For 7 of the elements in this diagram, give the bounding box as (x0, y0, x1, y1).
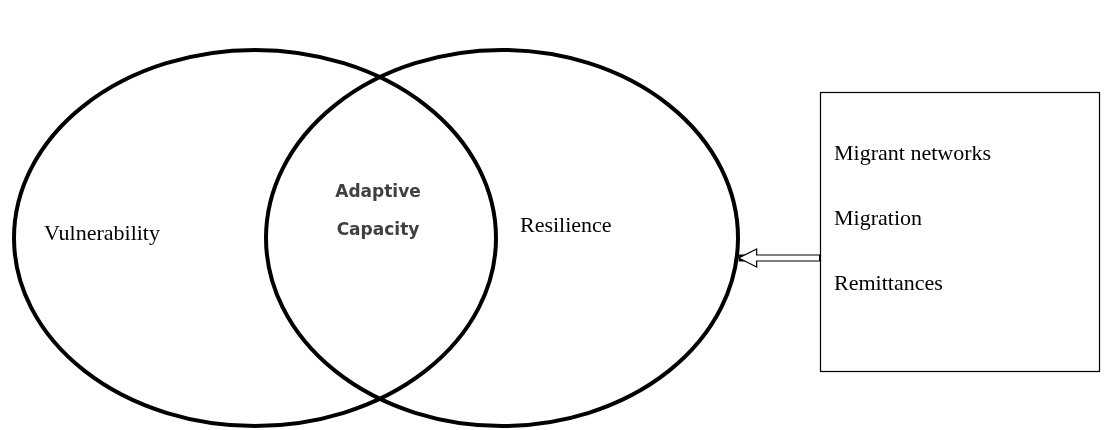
list-item: Migration (834, 205, 922, 231)
list-item: Migrant networks (834, 140, 992, 166)
circle-label: Resilience (520, 212, 612, 238)
overlap-label: Adaptive Capacity (334, 180, 422, 241)
circle-label: Vulnerability (44, 220, 160, 246)
list-item: Remittances (834, 270, 943, 296)
hollow-arrow (738, 248, 820, 268)
